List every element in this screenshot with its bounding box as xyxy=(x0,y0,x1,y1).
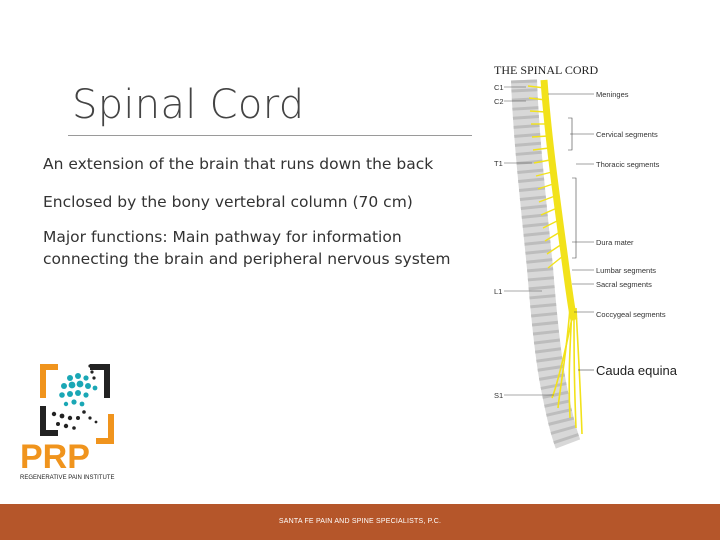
label-thoracic: Thoracic segments xyxy=(596,160,660,169)
logo-frame-bottom-right xyxy=(96,414,114,444)
label-dura-mater: Dura mater xyxy=(596,238,634,247)
label-lumbar: Lumbar segments xyxy=(596,266,656,275)
label-cauda-equina: Cauda equina xyxy=(596,363,678,378)
logo-frame-bottom-left xyxy=(40,406,58,436)
footer-bar xyxy=(0,504,720,540)
spinal-cord xyxy=(527,79,583,435)
title-underline xyxy=(68,135,472,136)
logo-letters: PRP xyxy=(20,438,90,476)
logo-tagline: REGENERATIVE PAIN INSTITUTE xyxy=(20,475,114,481)
label-meninges: Meninges xyxy=(596,90,629,99)
logo-black-dots xyxy=(51,364,98,430)
logo-teal-dots xyxy=(59,373,98,407)
label-sacral: Sacral segments xyxy=(596,280,652,289)
logo-frame-top-left xyxy=(40,364,58,398)
bullet-1: An extension of the brain that runs down… xyxy=(43,155,434,173)
bullet-3: Major functions: Main pathway for inform… xyxy=(43,228,451,268)
figure-title: THE SPINAL CORD xyxy=(494,63,599,77)
left-vertebra-markers: C1 C2 T1 L1 S1 xyxy=(494,83,554,400)
marker-c2: C2 xyxy=(494,97,504,106)
marker-l1: L1 xyxy=(494,287,502,296)
spinal-cord-figure: THE SPINAL CORD xyxy=(494,63,678,449)
label-coccygeal: Coccygeal segments xyxy=(596,310,666,319)
slide-title: Spinal Cord xyxy=(72,82,305,128)
logo-frame-top-right xyxy=(90,364,110,398)
marker-s1: S1 xyxy=(494,391,503,400)
prp-logo: PRP REGENERATIVE PAIN INSTITUTE xyxy=(20,364,114,481)
bullet-2: Enclosed by the bony vertebral column (7… xyxy=(43,193,413,211)
marker-t1: T1 xyxy=(494,159,503,168)
label-cervical: Cervical segments xyxy=(596,130,658,139)
leader-lines xyxy=(548,93,594,371)
marker-c1: C1 xyxy=(494,83,504,92)
footer-text: SANTA FE PAIN AND SPINE SPECIALISTS, P.C… xyxy=(278,518,442,525)
